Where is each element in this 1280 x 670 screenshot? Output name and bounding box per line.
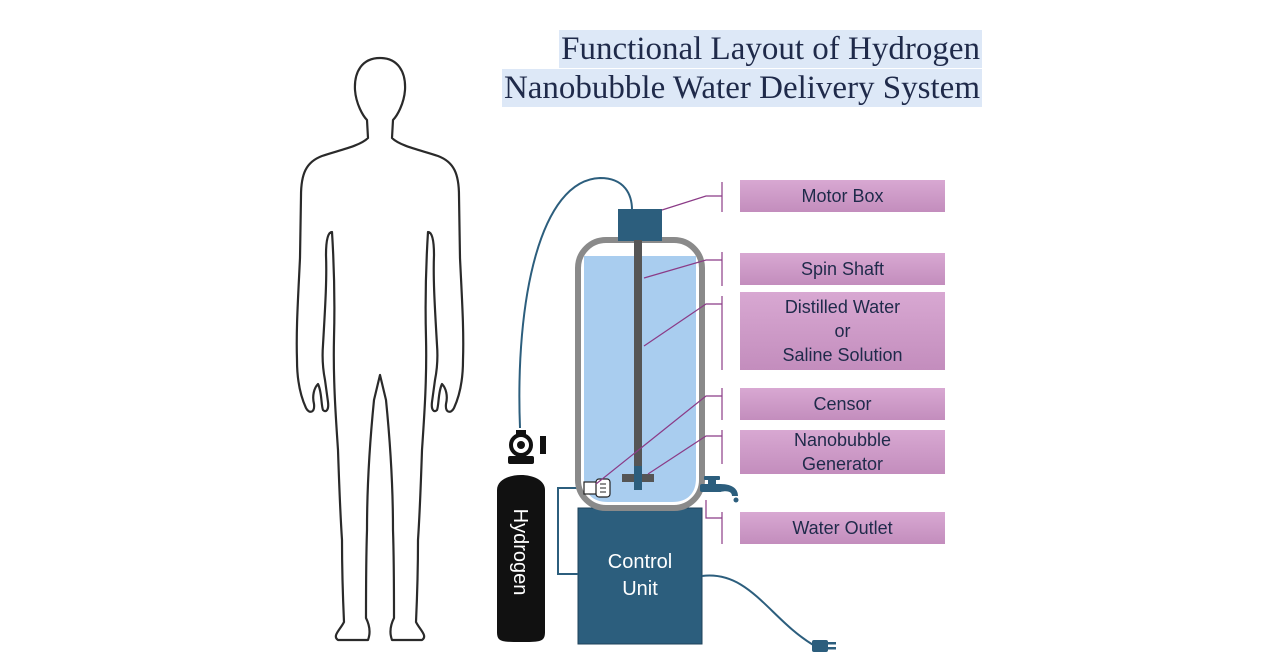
control-unit-label-line1: Control: [608, 551, 672, 573]
faucet-icon: [700, 476, 739, 503]
label-spin-shaft-text: Spin Shaft: [800, 259, 885, 279]
impeller-hub: [634, 466, 642, 490]
cylinder-label: Hydrogen: [509, 509, 531, 596]
label-distilled-water-line3: Saline Solution: [782, 345, 903, 365]
sensor-wire: [557, 487, 582, 575]
label-nanobubble-generator: Nanobubble Generator: [740, 430, 945, 474]
hydrogen-hose: [518, 176, 633, 429]
control-unit-box: [577, 507, 703, 645]
label-motor-box: Motor Box: [740, 180, 945, 212]
spin-shaft: [634, 240, 642, 468]
label-spin-shaft: Spin Shaft: [740, 253, 945, 285]
label-water-outlet: Water Outlet: [740, 512, 945, 544]
label-water-outlet-text: Water Outlet: [792, 518, 893, 538]
label-nanobubble-generator-line1: Nanobubble: [793, 430, 892, 450]
label-distilled-water: Distilled Water or Saline Solution: [740, 292, 945, 370]
label-distilled-water-line2: or: [834, 321, 851, 341]
sensor-icon: [583, 478, 611, 498]
label-motor-box-text: Motor Box: [801, 186, 884, 206]
power-cable: [701, 574, 816, 647]
power-plug-icon: [812, 640, 836, 652]
title-line-2: Nanobubble Water Delivery System: [501, 69, 982, 107]
label-censor: Censor: [740, 388, 945, 420]
title-line-1: Functional Layout of Hydrogen: [559, 30, 982, 68]
human-silhouette: [295, 56, 465, 642]
motor-box: [618, 209, 662, 241]
hydrogen-cylinder: [497, 430, 546, 642]
callout-lines: [595, 182, 723, 544]
label-nanobubble-generator-line2: Generator: [801, 454, 884, 474]
control-unit-label-line2: Unit: [622, 578, 658, 600]
label-distilled-water-line1: Distilled Water: [784, 297, 901, 317]
label-censor-text: Censor: [813, 394, 872, 414]
